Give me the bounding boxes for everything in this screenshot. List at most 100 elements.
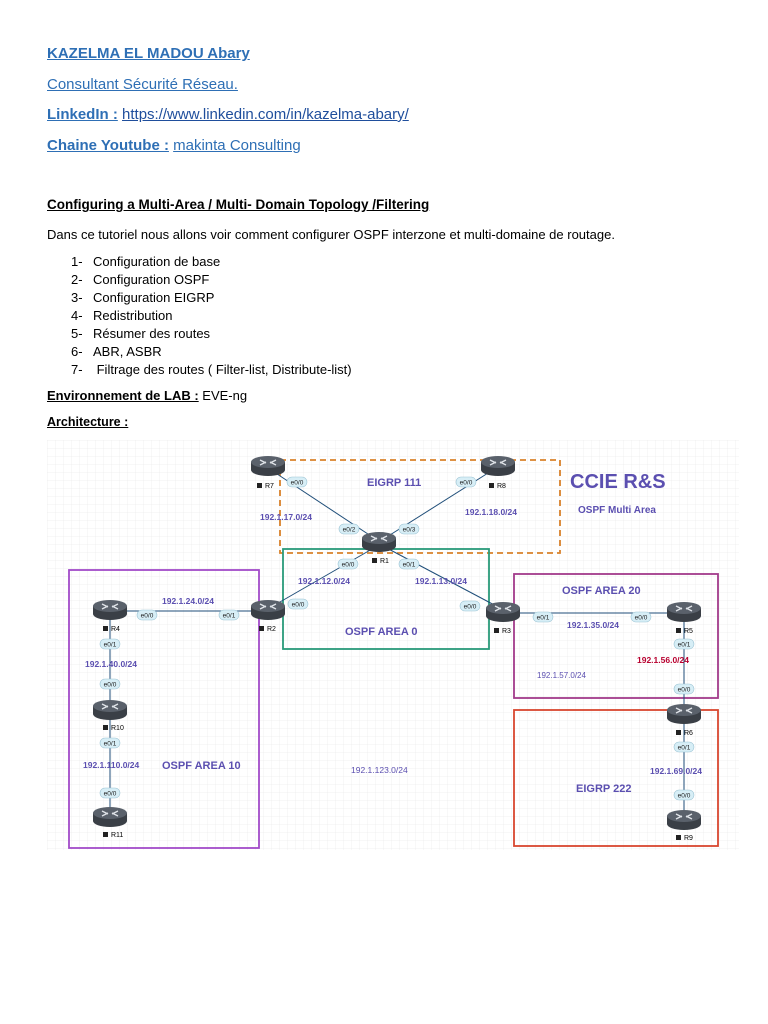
port-r11-e00: e0/0 xyxy=(99,787,121,799)
subnet-192-1-17: 192.1.17.0/24 xyxy=(260,512,312,522)
list-item-number: 7- xyxy=(71,362,83,377)
youtube-channel: makinta Consulting xyxy=(173,137,301,154)
list-item: 6- ABR, ASBR xyxy=(47,343,352,361)
svg-text:e0/2: e0/2 xyxy=(343,527,356,534)
ospf-area-20-zone xyxy=(513,573,719,699)
port-r6-e00: e0/0 xyxy=(673,683,695,695)
subnet-labels: 192.1.17.0/24 192.1.18.0/24 192.1.12.0/2… xyxy=(83,507,702,776)
list-item-text: Configuration OSPF xyxy=(93,272,210,287)
svg-text:e0/1: e0/1 xyxy=(104,642,117,649)
diagram-subtitle: OSPF Multi Area xyxy=(578,505,656,516)
port-r10-e01: e0/1 xyxy=(99,737,121,749)
section-title: Configuring a Multi-Area / Multi- Domain… xyxy=(47,197,430,212)
youtube-line: Chaine Youtube : makinta Consulting xyxy=(47,137,301,154)
list-item: 7- Filtrage des routes ( Filter-list, Di… xyxy=(47,361,352,379)
svg-text:e0/0: e0/0 xyxy=(635,615,648,622)
router-r1[interactable]: R1 xyxy=(361,531,397,565)
linkedin-line: LinkedIn : https://www.linkedin.com/in/k… xyxy=(47,106,409,123)
list-item-text: Configuration de base xyxy=(93,254,221,269)
subnet-192-1-123: 192.1.123.0/24 xyxy=(351,765,408,775)
label-ospf-area-20: OSPF AREA 20 xyxy=(562,585,641,597)
svg-text:e0/1: e0/1 xyxy=(223,613,236,620)
list-item-text: ABR, ASBR xyxy=(93,344,162,359)
svg-text:e0/1: e0/1 xyxy=(104,741,117,748)
svg-text:e0/0: e0/0 xyxy=(141,613,154,620)
subnet-192-1-56: 192.1.56.0/24 xyxy=(637,655,689,665)
list-item-number: 1- xyxy=(71,254,83,269)
subnet-192-1-18: 192.1.18.0/24 xyxy=(465,507,517,517)
router-r9[interactable]: R9 xyxy=(666,809,702,842)
svg-text:e0/0: e0/0 xyxy=(460,480,473,487)
svg-text:e0/0: e0/0 xyxy=(291,480,304,487)
port-r4-e01: e0/1 xyxy=(99,638,121,650)
environment-value: EVE-ng xyxy=(198,388,248,403)
link-r1-r3 xyxy=(380,544,501,609)
list-item-number: 4- xyxy=(71,308,83,323)
label-ospf-area-0: OSPF AREA 0 xyxy=(345,626,418,638)
subnet-192-1-24: 192.1.24.0/24 xyxy=(162,596,214,606)
list-item: 4-Redistribution xyxy=(47,307,352,325)
port-r5-e01: e0/1 xyxy=(673,638,695,650)
list-item: 1- Configuration de base xyxy=(47,253,352,271)
link-r1-r2 xyxy=(272,544,380,607)
label-eigrp-222: EIGRP 222 xyxy=(576,783,631,795)
list-item: 3- Configuration EIGRP xyxy=(47,289,352,307)
router-label: R11 xyxy=(111,832,123,839)
steps-list: 1- Configuration de base 2- Configuration … xyxy=(47,253,352,379)
list-item: 2- Configuration OSPF xyxy=(47,271,352,289)
svg-text:e0/0: e0/0 xyxy=(678,687,691,694)
router-label: R10 xyxy=(111,725,124,732)
router-r4[interactable]: R4 xyxy=(92,599,128,633)
list-item-text: Filtrage des routes ( Filter-list, Distr… xyxy=(93,362,352,377)
router-label: R4 xyxy=(111,626,120,633)
router-label: R1 xyxy=(380,558,389,565)
diagram-title: CCIE R&S xyxy=(570,471,666,493)
eigrp-111-zone xyxy=(279,459,561,554)
network-topology-diagram: R7 R8 R1 R2 R3 R4 R5 R10 R6 R11 R9 e0/0 … xyxy=(47,440,739,850)
zone-labels: EIGRP 111 OSPF AREA 0 OSPF AREA 10 OSPF … xyxy=(162,471,666,795)
list-item-number: 6- xyxy=(71,344,83,359)
intro-text: Dans ce tutoriel nous allons voir commen… xyxy=(47,227,615,242)
port-r3-e01: e0/1 xyxy=(532,611,554,623)
router-r3[interactable]: R3 xyxy=(485,601,521,635)
list-item-text: Configuration EIGRP xyxy=(93,290,215,305)
router-label: R2 xyxy=(267,626,276,633)
list-item-number: 5- xyxy=(71,326,83,341)
port-r1-e01: e0/1 xyxy=(398,558,420,570)
list-item-number: 3- xyxy=(71,290,83,305)
router-r8[interactable]: R8 xyxy=(480,455,516,490)
port-r7-e00: e0/0 xyxy=(286,476,308,488)
list-item-number: 2- xyxy=(71,272,83,287)
subnet-192-1-57: 192.1.57.0/24 xyxy=(537,671,586,680)
linkedin-link[interactable]: https://www.linkedin.com/in/kazelma-abar… xyxy=(122,106,409,123)
subnet-192-1-110: 192.1.110.0/24 xyxy=(83,760,140,770)
router-label: R6 xyxy=(684,730,693,737)
port-r2-e01: e0/1 xyxy=(218,609,240,621)
port-r1-e03: e0/3 xyxy=(398,523,420,535)
svg-text:e0/1: e0/1 xyxy=(537,615,550,622)
linkedin-label: LinkedIn : xyxy=(47,106,118,123)
router-r10[interactable]: R10 xyxy=(92,699,128,732)
author-role: Consultant Sécurité Réseau. xyxy=(47,76,238,93)
svg-text:e0/3: e0/3 xyxy=(403,527,416,534)
router-r6[interactable]: R6 xyxy=(666,703,702,737)
list-item: 5-Résumer des routes xyxy=(47,325,352,343)
router-label: R5 xyxy=(684,628,693,635)
port-r5-e00: e0/0 xyxy=(630,611,652,623)
svg-text:e0/1: e0/1 xyxy=(678,642,691,649)
router-r5[interactable]: R5 xyxy=(666,601,702,635)
svg-text:e0/0: e0/0 xyxy=(292,602,305,609)
author-name: KAZELMA EL MADOU Abary xyxy=(47,45,250,62)
environment-line: Environnement de LAB : EVE-ng xyxy=(47,388,247,403)
subnet-192-1-12: 192.1.12.0/24 xyxy=(298,576,350,586)
port-r9-e00: e0/0 xyxy=(673,789,695,801)
subnet-192-1-40: 192.1.40.0/24 xyxy=(85,659,137,669)
label-ospf-area-10: OSPF AREA 10 xyxy=(162,760,241,772)
router-r11[interactable]: R11 xyxy=(92,806,128,839)
router-label: R9 xyxy=(684,835,693,842)
subnet-192-1-69: 192.1.69.0/24 xyxy=(650,766,702,776)
router-r2[interactable]: R2 xyxy=(250,599,286,633)
router-r7[interactable]: R7 xyxy=(250,455,286,490)
svg-text:e0/0: e0/0 xyxy=(104,791,117,798)
svg-text:e0/0: e0/0 xyxy=(678,793,691,800)
